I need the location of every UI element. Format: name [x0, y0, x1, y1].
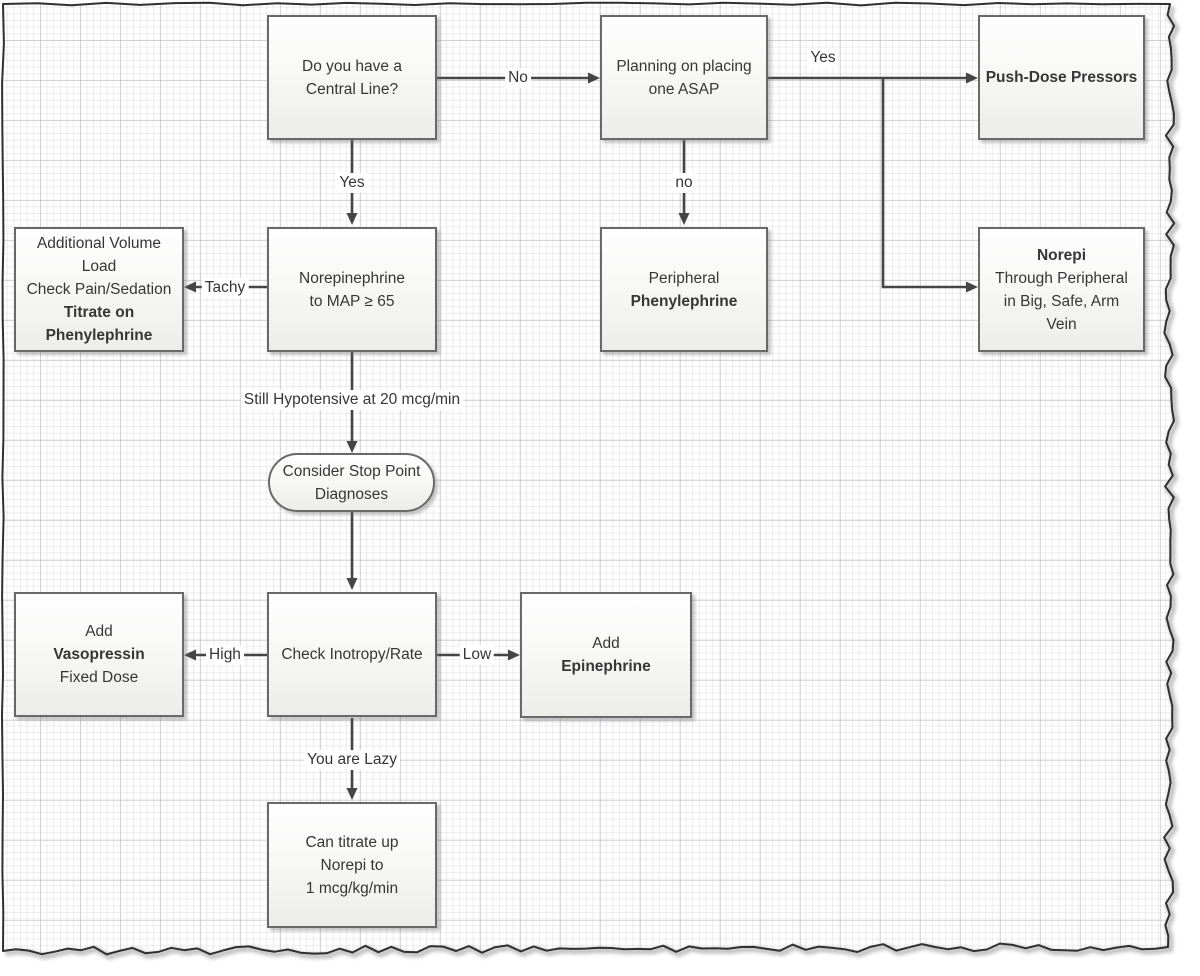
- node-text-line: to MAP ≥ 65: [310, 290, 395, 313]
- node-text-line: Norepi to: [321, 854, 384, 877]
- node-central-line: Do you have a Central Line?: [267, 15, 437, 140]
- node-text-line: one ASAP: [649, 78, 720, 101]
- node-text-line: Norepinephrine: [299, 267, 405, 290]
- node-check-inotropy: Check Inotropy/Rate: [267, 592, 437, 717]
- node-text-line: Add: [85, 620, 113, 643]
- node-text-line: Epinephrine: [561, 655, 651, 678]
- node-planning-asap: Planning on placing one ASAP: [600, 15, 768, 140]
- node-norepinephrine-map: Norepinephrine to MAP ≥ 65: [267, 227, 437, 352]
- node-text-line: Phenylephrine: [46, 324, 153, 347]
- node-stop-point-diagnoses: Consider Stop Point Diagnoses: [268, 453, 435, 512]
- node-text-line: Additional Volume: [37, 232, 161, 255]
- node-text-line: Vein: [1046, 313, 1076, 336]
- node-text-line: Planning on placing: [616, 55, 751, 78]
- node-text-line: Load: [82, 255, 116, 278]
- node-text-line: 1 mcg/kg/min: [306, 877, 398, 900]
- node-text-line: Through Peripheral: [995, 267, 1128, 290]
- edge-label-high: High: [206, 645, 244, 665]
- edge-label-no: No: [505, 68, 531, 88]
- node-vasopressin: Add Vasopressin Fixed Dose: [14, 592, 184, 717]
- node-text-line: in Big, Safe, Arm: [1004, 290, 1119, 313]
- node-push-dose-pressors: Push-Dose Pressors: [978, 15, 1145, 140]
- arrow-branch-to-norepi-peripheral: [883, 78, 968, 287]
- edge-label-no-down: no: [672, 173, 695, 193]
- edge-label-tachy: Tachy: [202, 278, 249, 298]
- node-text-line: Phenylephrine: [631, 290, 738, 313]
- node-text-line: Titrate on: [64, 301, 134, 324]
- node-titrate-norepi: Can titrate up Norepi to 1 mcg/kg/min: [267, 802, 437, 928]
- edge-label-low: Low: [460, 645, 494, 665]
- node-text-line: Do you have a: [302, 55, 402, 78]
- node-text-line: Fixed Dose: [60, 666, 138, 689]
- node-text-line: Add: [592, 632, 620, 655]
- node-text-line: Diagnoses: [315, 483, 388, 506]
- node-norepi-peripheral: Norepi Through Peripheral in Big, Safe, …: [978, 227, 1145, 352]
- edge-label-yes-top: Yes: [807, 48, 838, 68]
- node-epinephrine: Add Epinephrine: [520, 592, 692, 718]
- node-volume-load: Additional Volume Load Check Pain/Sedati…: [14, 227, 184, 352]
- node-text-line: Central Line?: [306, 78, 398, 101]
- edge-label-yes-down: Yes: [336, 173, 367, 193]
- node-peripheral-phenylephrine: Peripheral Phenylephrine: [600, 227, 768, 352]
- node-text-line: Can titrate up: [305, 831, 398, 854]
- node-text-line: Check Pain/Sedation: [27, 278, 172, 301]
- edge-label-lazy: You are Lazy: [304, 750, 400, 770]
- node-text-line: Push-Dose Pressors: [986, 66, 1138, 89]
- node-text-line: Peripheral: [649, 267, 720, 290]
- edge-label-still-hypotensive: Still Hypotensive at 20 mcg/min: [241, 390, 463, 410]
- node-text-line: Vasopressin: [53, 643, 144, 666]
- node-text-line: Check Inotropy/Rate: [281, 643, 422, 666]
- node-text-line: Consider Stop Point: [283, 460, 421, 483]
- node-text-line: Norepi: [1037, 244, 1086, 267]
